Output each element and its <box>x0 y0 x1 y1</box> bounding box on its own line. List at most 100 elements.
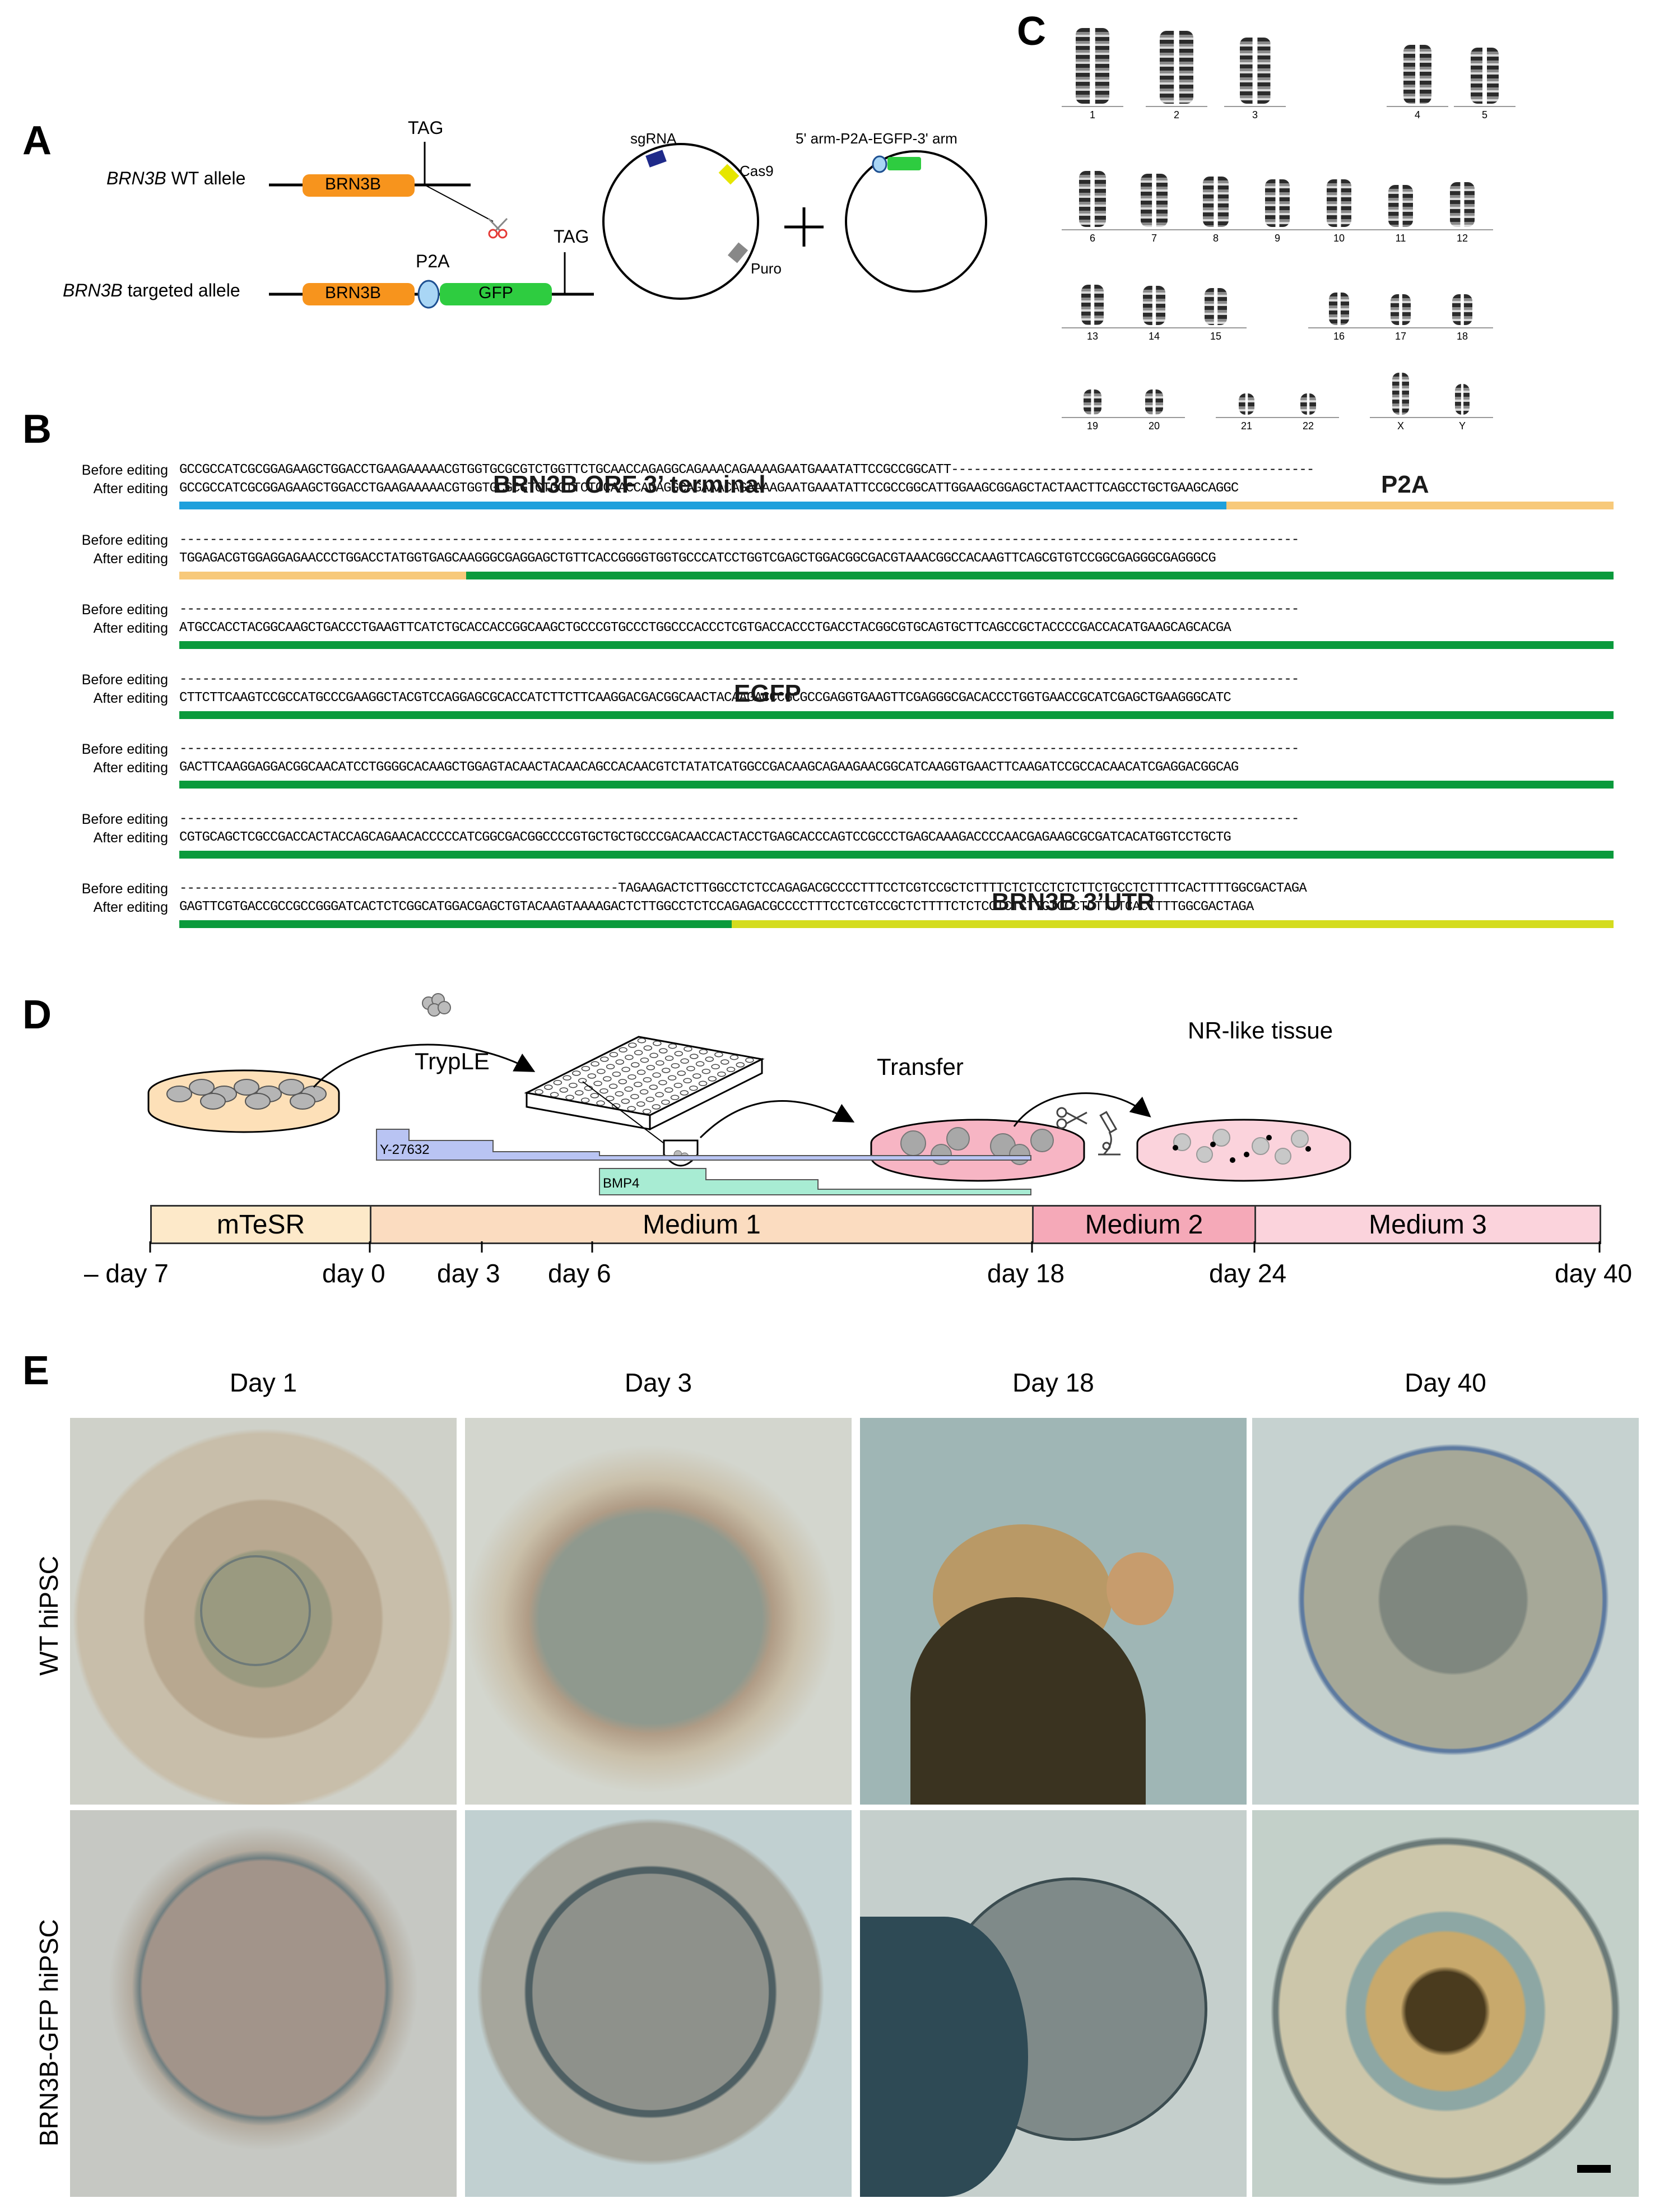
sgrna-element <box>645 150 667 168</box>
well <box>692 1073 701 1079</box>
chromosome-11 <box>1388 185 1413 227</box>
well <box>726 1066 736 1073</box>
scale-bar <box>1577 2165 1611 2173</box>
egfp-feature-bar <box>179 781 1614 789</box>
allele-diagram <box>269 142 594 309</box>
well <box>569 1082 578 1088</box>
brn3b-box-wt <box>303 174 415 197</box>
stage-medium-3: Medium 3 <box>1254 1205 1601 1244</box>
after-editing-label: After editing <box>93 690 168 706</box>
well <box>683 1078 692 1084</box>
before-sequence: GCCGCCATCGCGGAGAAGCTGGACCTGAAGAAAAACGTGG… <box>179 462 1314 477</box>
chromosome-baseline <box>1185 327 1247 328</box>
egfp-feature-bar <box>179 920 732 928</box>
chromosome-number: 19 <box>1086 420 1099 432</box>
well <box>745 1057 754 1063</box>
well <box>637 1037 647 1044</box>
nr-tissue-label: NR-like tissue <box>1188 1017 1333 1044</box>
day-label: day 24 <box>1209 1259 1287 1288</box>
tag-label-targeted: TAG <box>554 226 589 247</box>
micrograph-gfp-day1 <box>70 1810 457 2197</box>
before-editing-label: Before editing <box>81 811 168 827</box>
well <box>639 1089 649 1095</box>
chromosome-number: 3 <box>1252 109 1258 120</box>
cas9-plasmid <box>602 143 759 300</box>
protocol-schematic <box>147 993 1351 1182</box>
well <box>618 1079 627 1084</box>
well <box>643 1077 652 1083</box>
chromosome-13 <box>1081 285 1104 325</box>
hipsc-dish <box>147 1069 340 1133</box>
before-editing-label: Before editing <box>81 462 168 478</box>
chromosome-22 <box>1300 393 1316 415</box>
chromosome-baseline <box>1387 106 1448 107</box>
after-editing-label: After editing <box>93 829 168 846</box>
before-editing-label: Before editing <box>81 671 168 688</box>
well <box>550 1092 559 1098</box>
chromosome-baseline <box>1277 417 1339 418</box>
well <box>634 1050 643 1056</box>
well <box>636 1101 645 1107</box>
after-editing-label: After editing <box>93 550 168 567</box>
panel-label-b: B <box>22 407 52 452</box>
after-editing-label: After editing <box>93 620 168 636</box>
well <box>553 1079 562 1086</box>
before-sequence: ----------------------------------------… <box>179 881 1307 896</box>
well <box>627 1106 636 1112</box>
before-sequence: ----------------------------------------… <box>179 602 1299 617</box>
chromosome-number: X <box>1397 420 1404 432</box>
chromosome-7 <box>1141 174 1168 227</box>
chromosome-number: 5 <box>1481 109 1487 120</box>
egfp-feature-bar <box>179 641 1614 649</box>
chromosome-1 <box>1076 28 1109 104</box>
well <box>580 1097 590 1103</box>
well <box>680 1090 689 1096</box>
before-sequence: ----------------------------------------… <box>179 811 1299 827</box>
chromosome-number: 14 <box>1148 331 1160 342</box>
brn3b-label-wt: BRN3B <box>324 175 382 193</box>
well <box>606 1064 615 1070</box>
micrograph-gfp-day3 <box>465 1810 852 2197</box>
well <box>627 1074 636 1080</box>
well <box>705 1056 714 1062</box>
well <box>544 1084 553 1090</box>
before-sequence: ----------------------------------------… <box>179 532 1299 548</box>
well <box>619 1047 627 1053</box>
wt-allele-label: BRN3B WT allele <box>106 168 246 188</box>
day-label: day 0 <box>322 1259 385 1288</box>
well <box>671 1063 680 1069</box>
chromosome-14 <box>1143 286 1165 325</box>
chromosome-number: 22 <box>1302 420 1314 432</box>
tryple-label: TrypLE <box>415 1048 490 1074</box>
donor-label: 5' arm-P2A-EGFP-3' arm <box>796 130 957 147</box>
well <box>599 1088 608 1094</box>
well <box>636 1069 646 1075</box>
egfp-feature-bar <box>466 571 1614 579</box>
chromosome-number: 11 <box>1395 233 1406 244</box>
well <box>652 1104 661 1110</box>
chromosome-baseline <box>1308 327 1370 328</box>
chromosome-baseline <box>1431 327 1493 328</box>
micrograph-wt-day40 <box>1252 1418 1639 1805</box>
well <box>717 1071 726 1077</box>
well <box>625 1054 634 1060</box>
stage-medium-2: Medium 2 <box>1032 1205 1256 1244</box>
after-sequence: CGTGCAGCTCGCCGACCACTACCAGCAGAACACCCCCATC… <box>179 829 1231 845</box>
stage-mtesr: mTeSR <box>150 1205 371 1244</box>
cas9-element <box>718 164 740 185</box>
y27632-bar <box>376 1129 1031 1161</box>
after-editing-label: After editing <box>93 481 168 497</box>
chromosome-baseline <box>1123 229 1185 230</box>
bmp4-label: BMP4 <box>603 1176 640 1191</box>
before-editing-label: Before editing <box>81 602 168 618</box>
chromosome-baseline <box>1062 327 1123 328</box>
day-label: day 6 <box>548 1259 611 1288</box>
well <box>736 1062 745 1068</box>
chromosome-6 <box>1079 171 1106 227</box>
well <box>593 1081 602 1087</box>
well <box>711 1064 720 1070</box>
well <box>565 1095 574 1101</box>
